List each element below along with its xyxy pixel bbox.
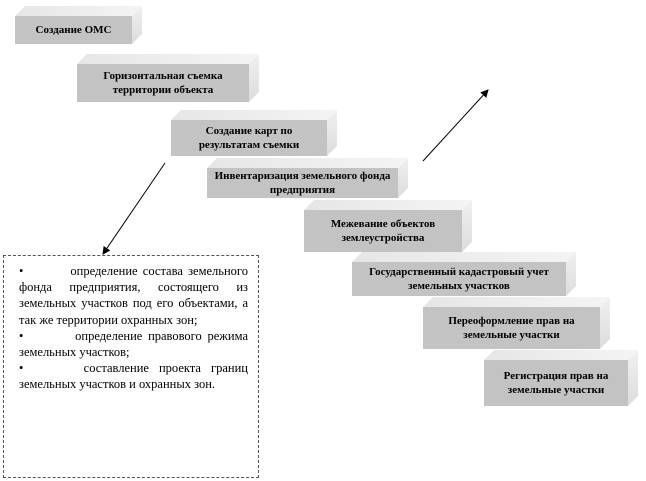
description-text: определение правового режима земельных у… — [19, 328, 248, 360]
step-inventory: Инвентаризация земельного фонда предприя… — [207, 168, 408, 208]
inventory-description-box: • определение состава земельного фонда п… — [3, 255, 259, 478]
description-text: составление проекта границ земельных уча… — [19, 361, 248, 392]
step-label: Горизонтальная съемка территории объекта — [77, 64, 249, 102]
description-item: • составление проекта границ земельных у… — [19, 360, 248, 392]
step-create-maps: Создание карт по результатам съемки — [171, 120, 337, 166]
step-label: Регистрация прав на земельные участки — [484, 360, 628, 406]
step-label: Межевание объектов землеустройства — [304, 210, 462, 252]
step-land-surveying: Межевание объектов землеустройства — [304, 210, 472, 262]
description-text: определение состава земельного фонда пре… — [19, 264, 249, 327]
step-label: Государственный кадастровый учет земельн… — [352, 262, 566, 296]
step-label: Создание карт по результатам съемки — [171, 120, 327, 156]
description-item: • определение состава земельного фонда п… — [19, 263, 248, 328]
description-item: • определение правового режима земельных… — [19, 328, 248, 360]
arrow-to-description — [102, 162, 166, 255]
bullet-icon: • — [19, 264, 24, 278]
step-cadastral-registration: Государственный кадастровый учет земельн… — [352, 262, 576, 306]
step-label: Инвентаризация земельного фонда предприя… — [207, 168, 398, 198]
bullet-icon: • — [19, 361, 24, 376]
step-rights-registration: Регистрация прав на земельные участки — [484, 360, 638, 416]
step-rights-reissue: Переоформление прав на земельные участки — [423, 307, 610, 359]
bullet-icon: • — [19, 328, 24, 343]
step-create-oms: Создание ОМС — [15, 16, 142, 54]
step-label: Создание ОМС — [15, 16, 132, 44]
arrow-upward-trend — [422, 89, 489, 162]
step-horizontal-survey: Горизонтальная съемка территории объекта — [77, 64, 259, 112]
step-label: Переоформление прав на земельные участки — [423, 307, 600, 349]
